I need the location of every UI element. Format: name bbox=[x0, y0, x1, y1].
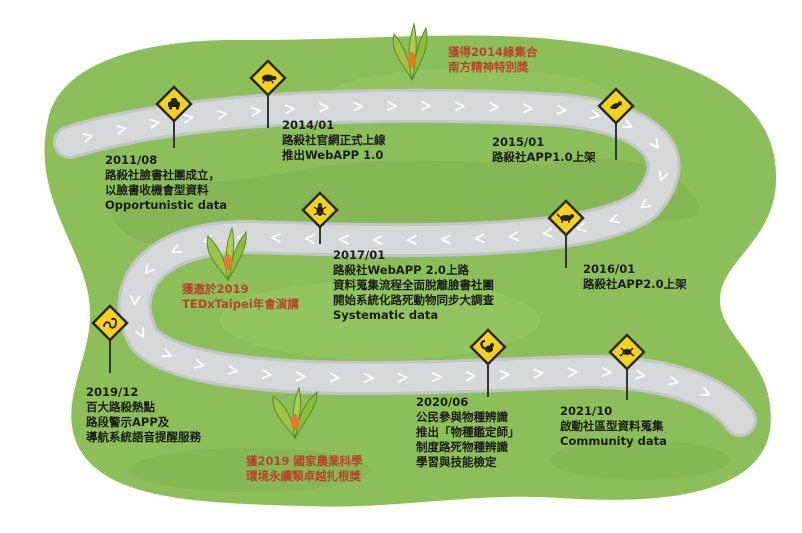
milestone-text: 開始系統化路死動物同步大調查 bbox=[333, 293, 494, 307]
milestone-text: 推出「物種鑑定師」 bbox=[416, 425, 520, 439]
milestone-2021-10: 2021/10 啟動社區型資料蒐集 Community data bbox=[560, 404, 667, 449]
milestone-year: 2017/01 bbox=[333, 248, 386, 262]
milestone-text: 資料蒐集流程全面脫離臉書社團 bbox=[333, 278, 494, 292]
milestone-year: 2021/10 bbox=[560, 404, 613, 418]
sign-bird bbox=[597, 87, 635, 160]
sign-turtle bbox=[249, 59, 287, 128]
milestone-text: 公民參與物種辨識 bbox=[416, 410, 508, 424]
milestone-text: Community data bbox=[560, 434, 667, 448]
milestone-year: 2014/01 bbox=[282, 118, 335, 132]
plant-icon bbox=[392, 22, 428, 81]
grass-patch bbox=[130, 448, 370, 492]
car-sign-icon bbox=[168, 98, 180, 110]
milestone-text: 學習與技能檢定 bbox=[416, 455, 497, 469]
award-text: 獲得2014綠集合 bbox=[448, 45, 538, 59]
turtle-sign-icon bbox=[262, 74, 277, 84]
milestone-2015-01: 2015/01 路殺社APP1.0上架 bbox=[492, 135, 596, 165]
frog-sign-icon bbox=[619, 347, 635, 357]
sign-beetle bbox=[301, 191, 339, 244]
sign-mammal bbox=[547, 199, 585, 268]
grass-patch bbox=[550, 440, 730, 480]
milestone-year: 2015/01 bbox=[492, 135, 545, 149]
sign-snake bbox=[91, 304, 129, 373]
sign-car bbox=[155, 85, 193, 148]
milestone-text: Systematic data bbox=[333, 308, 439, 322]
milestone-2017-01: 2017/01 路殺社WebAPP 2.0上路 資料蒐集流程全面脫離臉書社團 開… bbox=[333, 248, 494, 323]
squirrel-sign-icon bbox=[480, 339, 494, 353]
milestone-2014-01: 2014/01 路殺社官網正式上線 推出WebAPP 1.0 bbox=[282, 118, 386, 163]
milestone-text: 制度路死物種辨識 bbox=[416, 440, 508, 454]
milestone-text: 導航系統語音提醒服務 bbox=[86, 430, 201, 444]
milestone-text: 路段警示APP及 bbox=[86, 415, 170, 429]
plant-icon bbox=[272, 386, 318, 440]
milestone-text: 啟動社區型資料蒐集 bbox=[560, 419, 664, 433]
milestone-text: 推出WebAPP 1.0 bbox=[282, 148, 384, 162]
sign-squirrel bbox=[469, 328, 507, 397]
milestone-text: 路殺社WebAPP 2.0上路 bbox=[333, 263, 469, 277]
milestone-year: 2019/12 bbox=[86, 385, 139, 399]
milestone-year: 2020/06 bbox=[416, 395, 469, 409]
milestone-year: 2011/08 bbox=[105, 153, 158, 167]
award-text: 南方精神特別獎 bbox=[448, 60, 529, 74]
sign-frog bbox=[608, 333, 646, 400]
award-text: 環境永續類卓越扎根獎 bbox=[246, 469, 361, 483]
milestone-text: 百大路殺熱點 bbox=[86, 400, 155, 414]
award-text: TEDxTaipei年會演講 bbox=[182, 297, 299, 311]
beetle-sign-icon bbox=[313, 203, 327, 216]
award-2014: 獲得2014綠集合 南方精神特別獎 bbox=[448, 45, 538, 75]
plant-icon bbox=[206, 226, 247, 282]
milestone-2016-01: 2016/01 路殺社APP2.0上架 bbox=[583, 262, 687, 292]
milestone-year: 2016/01 bbox=[583, 262, 636, 276]
milestone-text: Opportunistic data bbox=[105, 198, 227, 212]
bird-sign-icon bbox=[610, 101, 622, 110]
mammal-sign-icon bbox=[556, 213, 574, 223]
award-tedx: 獲邀於2019 TEDxTaipei年會演講 bbox=[182, 282, 299, 312]
snake-sign-icon bbox=[103, 317, 117, 329]
milestone-text: 路殺社APP2.0上架 bbox=[583, 277, 687, 291]
milestone-text: 路殺社臉書社團成立， bbox=[105, 168, 220, 182]
milestone-text: 路殺社APP1.0上架 bbox=[492, 150, 596, 164]
award-text: 獲邀於2019 bbox=[182, 282, 249, 296]
road-surface bbox=[56, 91, 754, 434]
grass-patch bbox=[220, 280, 540, 360]
award-text: 獲2019 國家農業科學 bbox=[246, 454, 363, 468]
milestone-2019-12: 2019/12 百大路殺熱點 路段警示APP及 導航系統語音提醒服務 bbox=[86, 385, 201, 445]
milestone-text: 路殺社官網正式上線 bbox=[282, 133, 386, 147]
milestone-text: 以臉書收機會型資料 bbox=[105, 183, 209, 197]
milestone-2011-08: 2011/08 路殺社臉書社團成立， 以臉書收機會型資料 Opportunist… bbox=[105, 153, 227, 213]
milestone-2020-06: 2020/06 公民參與物種辨識 推出「物種鑑定師」 制度路死物種辨識 學習與技… bbox=[416, 395, 520, 470]
award-2019: 獲2019 國家農業科學 環境永續類卓越扎根獎 bbox=[246, 454, 363, 484]
